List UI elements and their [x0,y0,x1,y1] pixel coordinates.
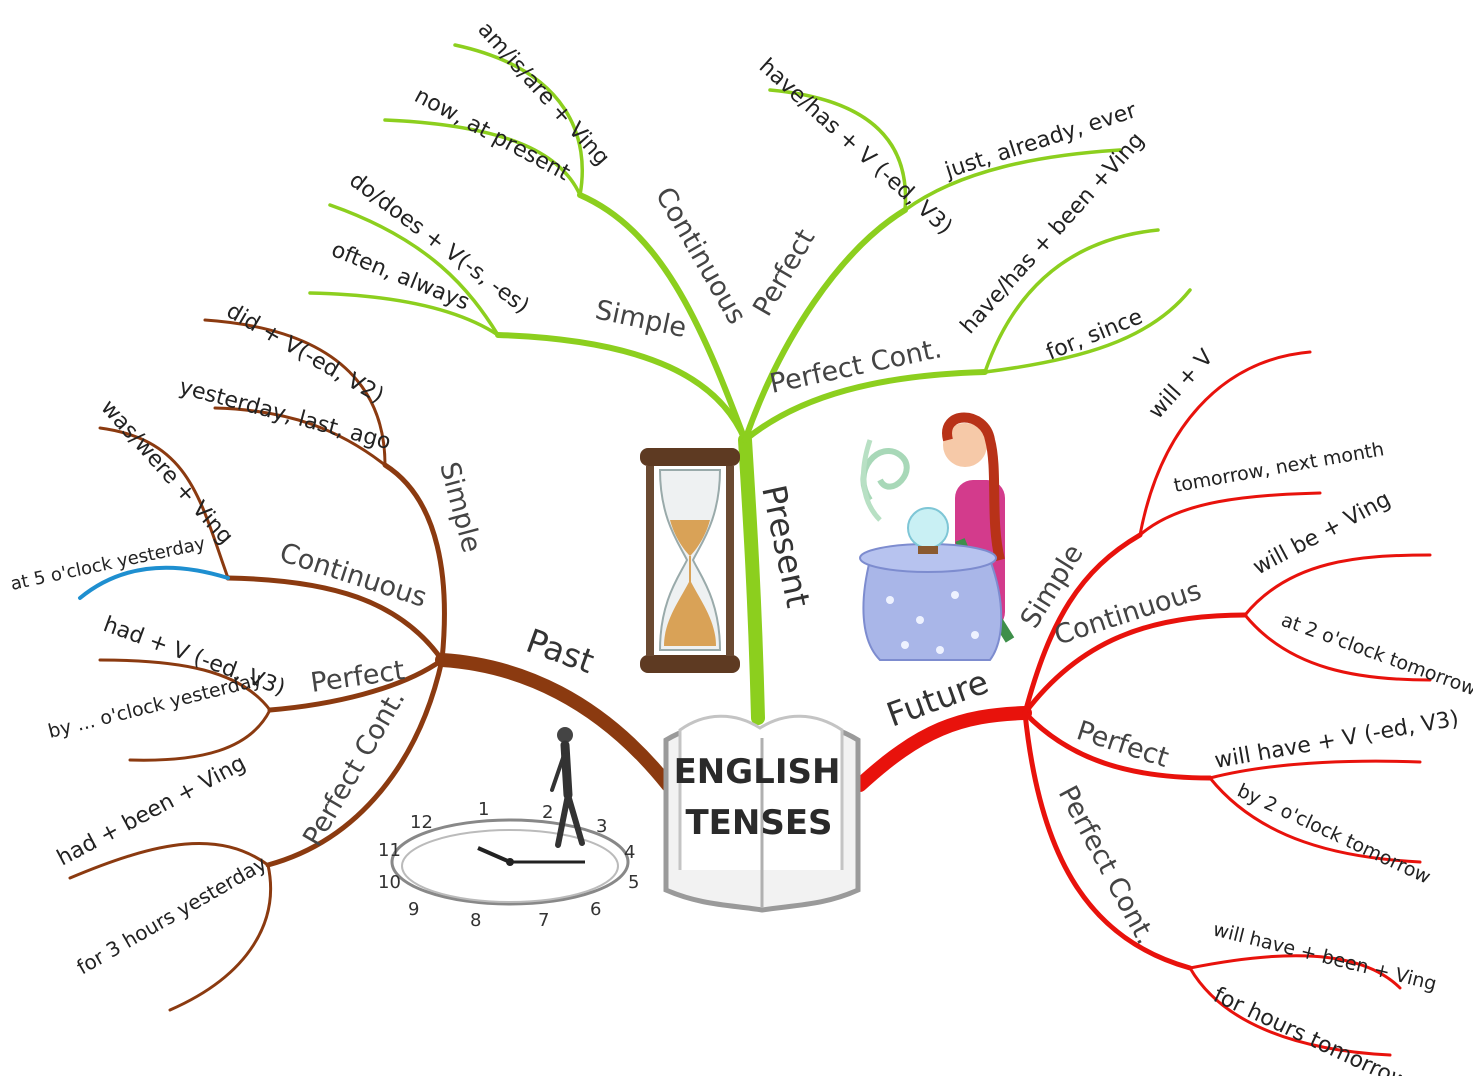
past-perfect-signal: by ... o'clock yesterday [46,668,264,742]
past-continuous-label: Continuous [276,537,431,614]
future-continuous-label: Continuous [1051,575,1206,652]
title-line-1: ENGLISH [674,752,841,792]
present-simple-label: Simple [593,295,690,344]
clock-number: 11 [378,840,401,861]
past-continuous-highlight [78,565,230,600]
past-perfect-cont-label: Perfect Cont. [297,685,411,852]
book-illustration: ENGLISH TENSES [663,714,861,913]
clock-number: 12 [410,812,433,833]
future-perfect-form: will have + V (-ed, V3) [1213,706,1461,774]
fortune-teller-illustration [859,412,1015,661]
clock-number: 5 [628,872,639,893]
clock-number: 4 [624,842,635,863]
past-continuous-signal: at 5 o'clock yesterday [9,533,208,595]
clock-number: 10 [378,872,401,893]
walking-man-icon [550,727,585,848]
past-branch [68,318,675,1012]
future-perfect-cont-signal: for hours tomorrow [1209,983,1411,1076]
future-simple-signal: tomorrow, next month [1172,438,1386,497]
future-simple-form: will + V [1144,345,1219,424]
past-simple-label: Simple [433,459,487,556]
past-perfect-cont-form: had + been + Ving [53,751,250,872]
future-continuous-signal: at 2 o'clock tomorrow [1278,609,1473,700]
clock-number: 1 [478,799,489,820]
present-branch [308,43,1192,725]
clock-number: 8 [470,910,481,931]
present-perfect-form: have/has + V (-ed, V3) [754,54,957,240]
past-continuous-form: was/were + Ving [96,395,238,549]
title-line-2: TENSES [685,803,832,843]
past-label: Past [521,621,599,681]
hourglass-illustration [640,448,740,673]
clock-illustration: 1 2 3 4 5 6 7 8 9 10 11 12 [378,727,639,931]
clock-number: 7 [538,910,549,931]
future-perfect-cont-form: will have + been + Ving [1211,919,1439,996]
present-label: Present [754,482,818,611]
future-perfect-label: Perfect [1073,715,1173,774]
clock-number: 9 [408,899,419,920]
clock-number: 3 [596,816,607,837]
clock-number: 2 [542,802,553,823]
future-branch [853,350,1432,1057]
future-perfect-signal: by 2 o'clock tomorrow [1234,780,1434,889]
clock-number: 6 [590,899,601,920]
